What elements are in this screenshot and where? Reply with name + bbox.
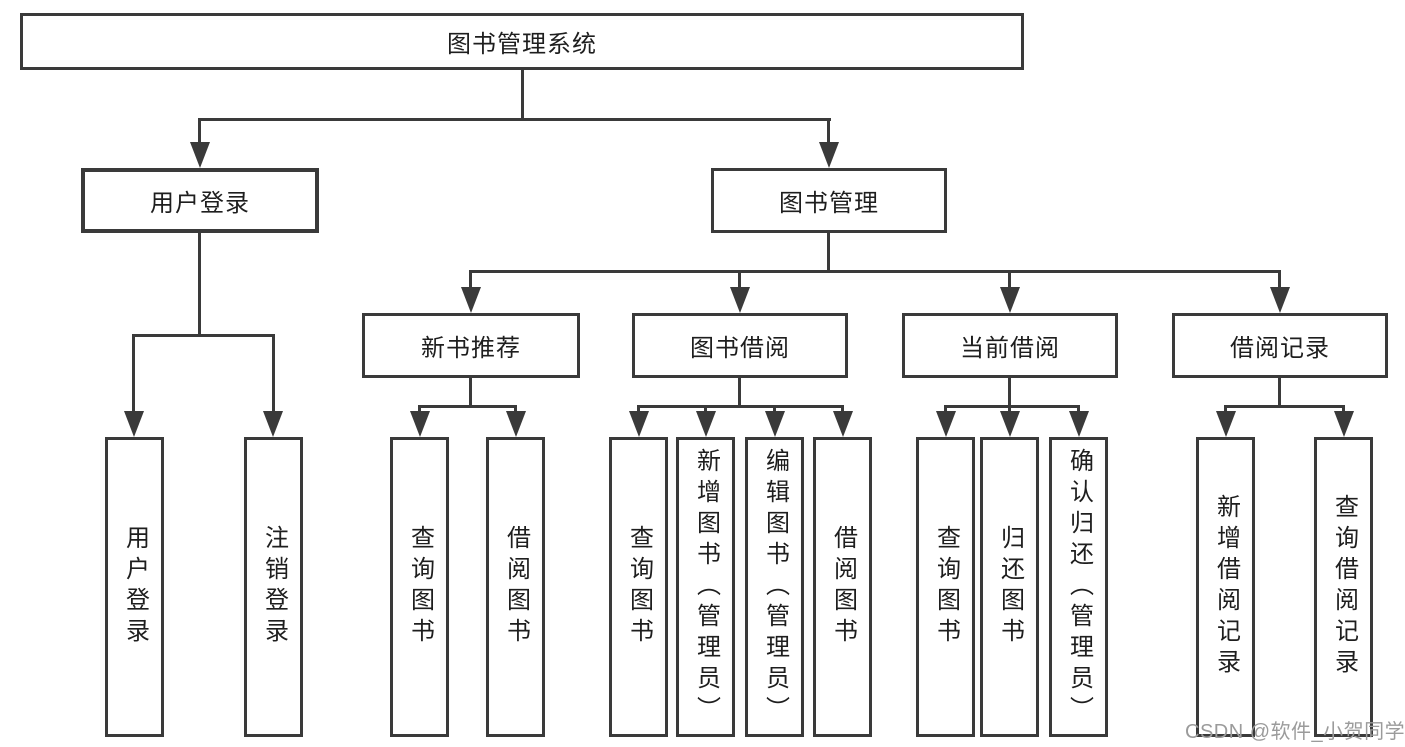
connector-line	[944, 405, 947, 413]
connector-line	[418, 405, 421, 413]
leaf-query-borrow-record: 查询借阅记录	[1314, 437, 1373, 737]
node-new-book-recommendation: 新书推荐	[362, 313, 580, 378]
arrow-down-icon	[1000, 411, 1020, 437]
leaf-add-books-admin: 新增图书（管理员）	[676, 437, 735, 737]
node-book-borrowing: 图书借阅	[632, 313, 848, 378]
connector-line	[132, 336, 135, 413]
leaf-label: 归还图书	[996, 525, 1024, 649]
leaf-logout: 注销登录	[244, 437, 303, 737]
leaf-label: 用户登录	[121, 525, 149, 649]
leaf-label: 查询图书	[932, 525, 960, 649]
node-label: 图书借阅	[690, 335, 790, 362]
connector-line	[198, 118, 201, 144]
node-label: 图书管理系统	[447, 31, 597, 58]
leaf-label: 查询图书	[625, 525, 653, 649]
arrow-down-icon	[730, 287, 750, 313]
arrow-down-icon	[765, 411, 785, 437]
node-user-login: 用户登录	[81, 168, 319, 233]
connector-line	[827, 118, 830, 144]
leaf-label: 新增借阅记录	[1212, 494, 1240, 680]
connector-line	[738, 270, 741, 288]
connector-line	[1008, 378, 1011, 408]
connector-line	[198, 233, 201, 337]
connector-line	[418, 405, 517, 408]
connector-line	[469, 378, 472, 408]
connector-line	[944, 405, 1080, 408]
connector-line	[1224, 405, 1227, 413]
leaf-label: 借阅图书	[502, 525, 530, 649]
leaf-label: 查询图书	[406, 525, 434, 649]
leaf-borrow-books-recommend: 借阅图书	[486, 437, 545, 737]
connector-line	[1008, 270, 1011, 288]
connector-line	[637, 405, 640, 413]
leaf-query-books-borrowing: 查询图书	[609, 437, 668, 737]
node-current-borrowing: 当前借阅	[902, 313, 1118, 378]
connector-line	[272, 336, 275, 413]
leaf-query-books-recommend: 查询图书	[390, 437, 449, 737]
connector-line	[469, 270, 1281, 273]
connector-line	[1278, 270, 1281, 288]
connector-line	[1342, 405, 1345, 413]
arrow-down-icon	[833, 411, 853, 437]
arrow-down-icon	[263, 411, 283, 437]
connector-line	[704, 405, 707, 413]
arrow-down-icon	[410, 411, 430, 437]
leaf-label: 借阅图书	[829, 525, 857, 649]
connector-line	[637, 405, 844, 408]
node-label: 新书推荐	[421, 335, 521, 362]
leaf-query-books-current: 查询图书	[916, 437, 975, 737]
arrow-down-icon	[1216, 411, 1236, 437]
node-label: 当前借阅	[960, 335, 1060, 362]
connector-line	[521, 70, 524, 119]
arrow-down-icon	[1000, 287, 1020, 313]
connector-line	[738, 378, 741, 408]
leaf-add-borrow-record: 新增借阅记录	[1196, 437, 1255, 737]
connector-line	[469, 270, 472, 288]
connector-line	[198, 118, 831, 121]
arrow-down-icon	[819, 142, 839, 168]
leaf-label: 注销登录	[260, 525, 288, 649]
leaf-label: 确认归还（管理员）	[1065, 447, 1093, 727]
connector-line	[773, 405, 776, 413]
leaf-confirm-return-admin: 确认归还（管理员）	[1049, 437, 1108, 737]
leaf-label: 新增图书（管理员）	[692, 447, 720, 727]
connector-line	[1224, 405, 1345, 408]
arrow-down-icon	[1270, 287, 1290, 313]
node-book-management: 图书管理	[711, 168, 947, 233]
connector-line	[1077, 405, 1080, 413]
node-label: 图书管理	[779, 190, 879, 217]
connector-line	[841, 405, 844, 413]
arrow-down-icon	[1069, 411, 1089, 437]
leaf-edit-books-admin: 编辑图书（管理员）	[745, 437, 804, 737]
arrow-down-icon	[696, 411, 716, 437]
csdn-watermark: CSDN @软件_小贺同学	[1185, 721, 1405, 743]
arrow-down-icon	[629, 411, 649, 437]
leaf-label: 编辑图书（管理员）	[761, 447, 789, 727]
connector-line	[132, 334, 275, 337]
leaf-label: 查询借阅记录	[1330, 494, 1358, 680]
leaf-borrow-books: 借阅图书	[813, 437, 872, 737]
arrow-down-icon	[124, 411, 144, 437]
node-label: 借阅记录	[1230, 335, 1330, 362]
leaf-return-books: 归还图书	[980, 437, 1039, 737]
node-label: 用户登录	[150, 190, 250, 217]
connector-line	[1278, 378, 1281, 408]
arrow-down-icon	[461, 287, 481, 313]
node-root-library-management-system: 图书管理系统	[20, 13, 1024, 70]
connector-line	[1008, 405, 1011, 413]
connector-line	[827, 233, 830, 273]
arrow-down-icon	[936, 411, 956, 437]
node-borrowing-records: 借阅记录	[1172, 313, 1388, 378]
arrow-down-icon	[506, 411, 526, 437]
connector-line	[514, 405, 517, 413]
leaf-user-login: 用户登录	[105, 437, 164, 737]
arrow-down-icon	[190, 142, 210, 168]
arrow-down-icon	[1334, 411, 1354, 437]
